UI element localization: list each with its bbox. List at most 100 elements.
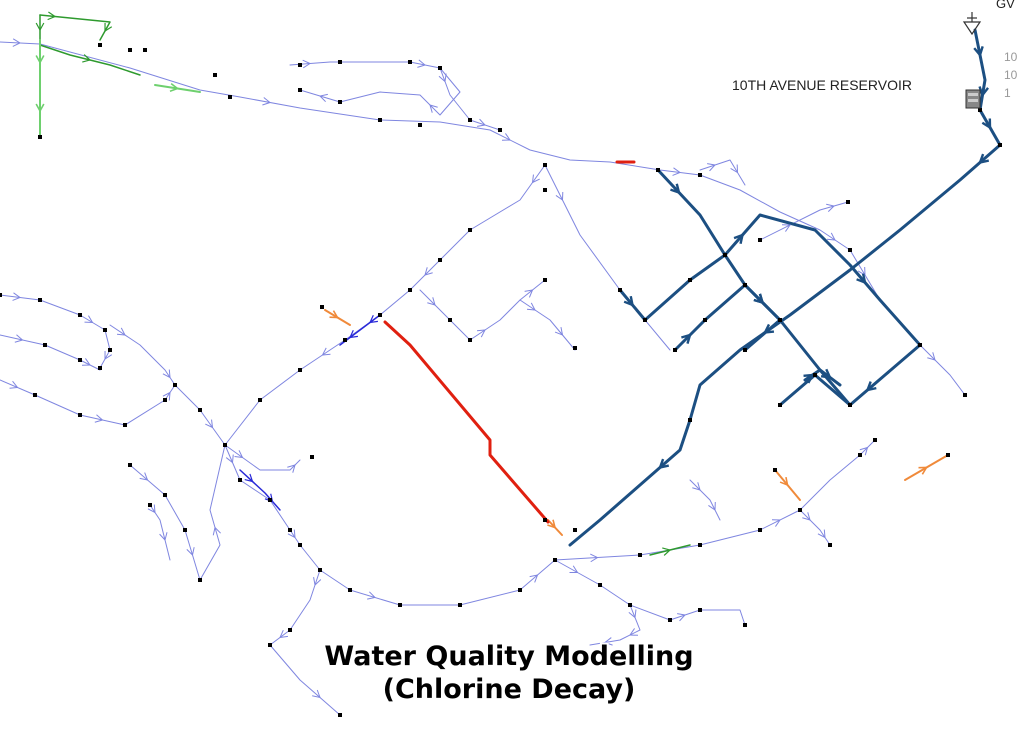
junction-node-icon: [873, 438, 877, 442]
flow-arrow-icon: [329, 310, 339, 319]
flow-arrow-icon: [14, 334, 24, 343]
flow-arrow-icon: [918, 466, 928, 475]
flow-arrow-icon: [692, 482, 701, 491]
junction-node-icon: [398, 603, 402, 607]
pipe-segment: [544, 164, 671, 351]
flow-arrow-icon: [279, 630, 288, 639]
junction-node-icon: [978, 108, 982, 112]
junction-node-icon: [438, 258, 442, 262]
flow-arrow-icon: [312, 689, 321, 699]
pipe-segment: [554, 559, 746, 626]
pipe-segment: [289, 61, 461, 116]
junction-node-icon: [628, 603, 632, 607]
junction-node-icon: [238, 478, 242, 482]
pipe-segment: [589, 604, 641, 646]
junction-node-icon: [378, 118, 382, 122]
junction-node-icon: [598, 583, 602, 587]
pipe-segment: [554, 439, 876, 561]
flow-arrow-icon: [708, 501, 716, 511]
junction-node-icon: [743, 283, 747, 287]
junction-node-icon: [298, 543, 302, 547]
junction-node-icon: [348, 588, 352, 592]
junction-node-icon: [703, 318, 707, 322]
junction-node-icon: [778, 318, 782, 322]
flow-arrow-icon: [857, 266, 866, 276]
title-line-1: Water Quality Modelling: [324, 641, 694, 672]
junction-node-icon: [198, 578, 202, 582]
flow-arrow-icon: [104, 350, 113, 360]
junction-node-icon: [438, 66, 442, 70]
flow-arrow-icon: [547, 519, 557, 529]
pipe-segment: [224, 164, 546, 446]
flow-arrow-icon: [803, 373, 815, 384]
junction-node-icon: [468, 118, 472, 122]
flow-arrow-icon: [981, 118, 992, 130]
junction-node-icon: [858, 453, 862, 457]
pipe-segment: [568, 143, 1002, 547]
flow-arrow-icon: [287, 464, 296, 473]
junction-node-icon: [998, 143, 1002, 147]
flow-arrow-icon: [658, 458, 670, 470]
pipe-segment: [673, 283, 782, 352]
flow-arrow-icon: [524, 289, 534, 298]
flow-arrow-icon: [677, 613, 686, 622]
flow-arrow-icon: [733, 233, 745, 245]
flow-arrow-icon: [865, 381, 877, 392]
flow-arrow-icon: [554, 327, 564, 336]
junction-node-icon: [298, 88, 302, 92]
flow-arrow-icon: [427, 297, 436, 306]
junction-node-icon: [338, 100, 342, 104]
flow-arrow-icon: [47, 11, 57, 21]
pipe-segment: [419, 279, 546, 341]
side-label: 10: [1004, 50, 1018, 64]
junction-node-icon: [698, 543, 702, 547]
junction-node-icon: [173, 383, 177, 387]
junction-node-icon: [673, 348, 677, 352]
junction-node-icon: [758, 528, 762, 532]
flow-arrow-icon: [169, 82, 180, 92]
flow-arrow-icon: [84, 315, 94, 324]
junction-node-icon: [338, 60, 342, 64]
flow-arrow-icon: [927, 352, 936, 361]
pipe-segment: [224, 444, 301, 471]
flow-arrow-icon: [817, 529, 826, 539]
junction-node-icon: [38, 135, 42, 139]
flow-arrow-icon: [139, 472, 149, 481]
flow-arrow-icon: [417, 59, 427, 68]
flow-arrow-icon: [978, 86, 989, 98]
pipe-segment: [39, 14, 141, 76]
junction-node-icon: [798, 508, 802, 512]
flow-arrow-icon: [856, 273, 867, 285]
flow-arrow-icon: [826, 203, 836, 212]
flow-arrow-icon: [771, 519, 781, 527]
junction-node-icon: [78, 413, 82, 417]
pipe-segment: [224, 444, 556, 606]
flow-arrow-icon: [264, 493, 274, 503]
junction-node-icon: [298, 63, 302, 67]
flow-arrow-icon: [603, 637, 613, 646]
pipe-segment: [109, 324, 176, 386]
junction-node-icon: [813, 373, 817, 377]
junction-node-icon: [148, 503, 152, 507]
flow-arrow-icon: [623, 295, 635, 307]
flow-arrow-icon: [662, 547, 672, 556]
pipe-segment: [0, 41, 851, 251]
pipe-segment: [759, 201, 849, 241]
pipe-segment: [0, 294, 111, 369]
junction-node-icon: [320, 305, 324, 309]
junction-node-icon: [338, 713, 342, 717]
junction-node-icon: [848, 248, 852, 252]
flow-arrow-icon: [212, 526, 221, 536]
side-label: 10: [1004, 68, 1018, 82]
junction-node-icon: [183, 528, 187, 532]
reservoir-icon: [965, 89, 981, 109]
reservoir-label: 10TH AVENUE RESERVOIR: [732, 77, 912, 93]
pipe-segment: [799, 509, 831, 546]
pipe-segment: [699, 159, 746, 186]
junction-node-icon: [448, 318, 452, 322]
flow-arrow-icon: [319, 93, 328, 103]
flow-arrow-icon: [973, 46, 984, 58]
flow-arrow-icon: [12, 38, 22, 47]
flow-arrow-icon: [116, 327, 126, 336]
junction-node-icon: [98, 366, 102, 370]
